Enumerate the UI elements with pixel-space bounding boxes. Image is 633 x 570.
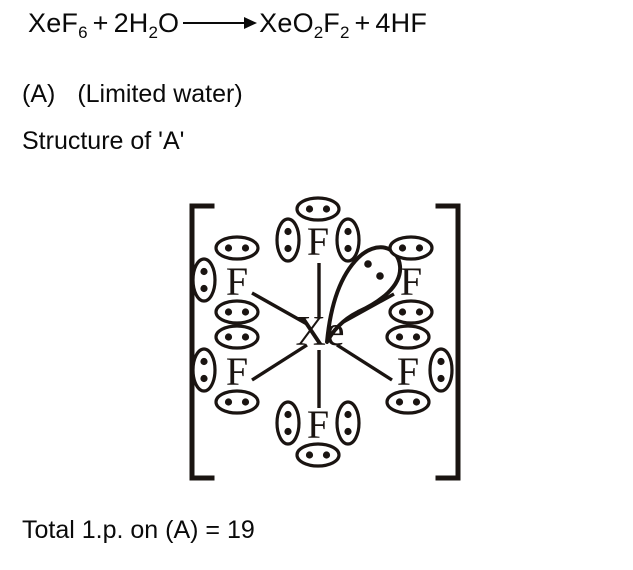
lone-pair-f-lower-left-left — [191, 347, 217, 393]
lone-pair-f-lower-left-above — [214, 324, 260, 350]
lone-pair-f-upper-right-above — [388, 235, 434, 261]
lone-pair-f-lower-left-below — [214, 389, 260, 415]
ligand-f-top: F — [275, 196, 361, 264]
product-hf: 4HF — [375, 8, 428, 38]
plus-sign-1: + — [92, 8, 109, 38]
bracket-right — [435, 203, 461, 481]
bond-xe-f-upper-left — [251, 291, 308, 326]
product-xeo2f2-f: F — [323, 8, 340, 38]
lone-pair-f-top-left — [275, 217, 301, 263]
lone-pair-f-bottom-below — [295, 442, 341, 468]
atom-label-f-upper-left: F — [226, 259, 248, 304]
species-condition-line: (A) (Limited water) — [22, 80, 243, 109]
lone-pair-f-top-right — [335, 217, 361, 263]
species-tag: (A) — [22, 80, 56, 108]
atom-label-f-upper-right: F — [400, 259, 422, 304]
lone-pair-f-bottom-left — [275, 400, 301, 446]
product-xeo2f2-o-subscript: 2 — [313, 23, 324, 42]
product-xeo2f2-f-subscript: 2 — [339, 23, 350, 42]
product-xeo2f2: XeO — [259, 8, 314, 38]
arrow-right-icon — [183, 17, 258, 29]
reactant-water-subscript: 2 — [148, 23, 158, 42]
reactant-water-oxygen: O — [157, 8, 180, 38]
lone-pair-f-lower-right-above — [385, 324, 431, 350]
lone-pair-f-top-above — [295, 196, 341, 222]
lewis-structure-diagram: Xe F F F — [180, 190, 480, 490]
xe-lone-pair-lobe — [325, 245, 403, 344]
atom-label-f-bottom: F — [307, 402, 329, 447]
ligand-f-lower-left: F — [191, 324, 260, 415]
atom-label-f-top: F — [307, 219, 329, 264]
ligand-f-upper-left: F — [191, 235, 260, 325]
lone-pair-f-lower-right-right — [428, 347, 454, 393]
structure-heading: Structure of 'A' — [22, 127, 185, 155]
lone-pair-f-bottom-right — [335, 400, 361, 446]
central-atom-xe: Xe — [296, 309, 345, 355]
ligand-f-upper-right: F — [388, 235, 434, 325]
ligand-f-bottom: F — [275, 400, 361, 468]
lone-pair-f-upper-right-below — [388, 299, 434, 325]
plus-sign-2: + — [354, 8, 371, 38]
bond-xe-f-lower-right — [336, 343, 393, 382]
reactant-xef6: XeF — [28, 8, 79, 38]
lone-pair-f-lower-right-below — [385, 389, 431, 415]
total-lone-pairs-line: Total 1.p. on (A) = 19 — [22, 516, 255, 544]
lone-pair-f-upper-left-below — [214, 299, 260, 325]
atom-label-f-lower-left: F — [226, 349, 248, 394]
lone-pair-f-upper-left-left — [191, 257, 217, 303]
ligand-f-lower-right: F — [385, 324, 454, 415]
condition-label: (Limited water) — [77, 80, 243, 108]
lone-pair-f-upper-left-above — [214, 235, 260, 261]
atom-label-f-lower-right: F — [397, 349, 419, 394]
reactant-xef6-subscript: 6 — [78, 23, 88, 42]
bracket-left — [189, 203, 215, 481]
reactant-water-coeff: 2H — [113, 8, 149, 38]
bond-xe-f-lower-left — [251, 343, 308, 382]
